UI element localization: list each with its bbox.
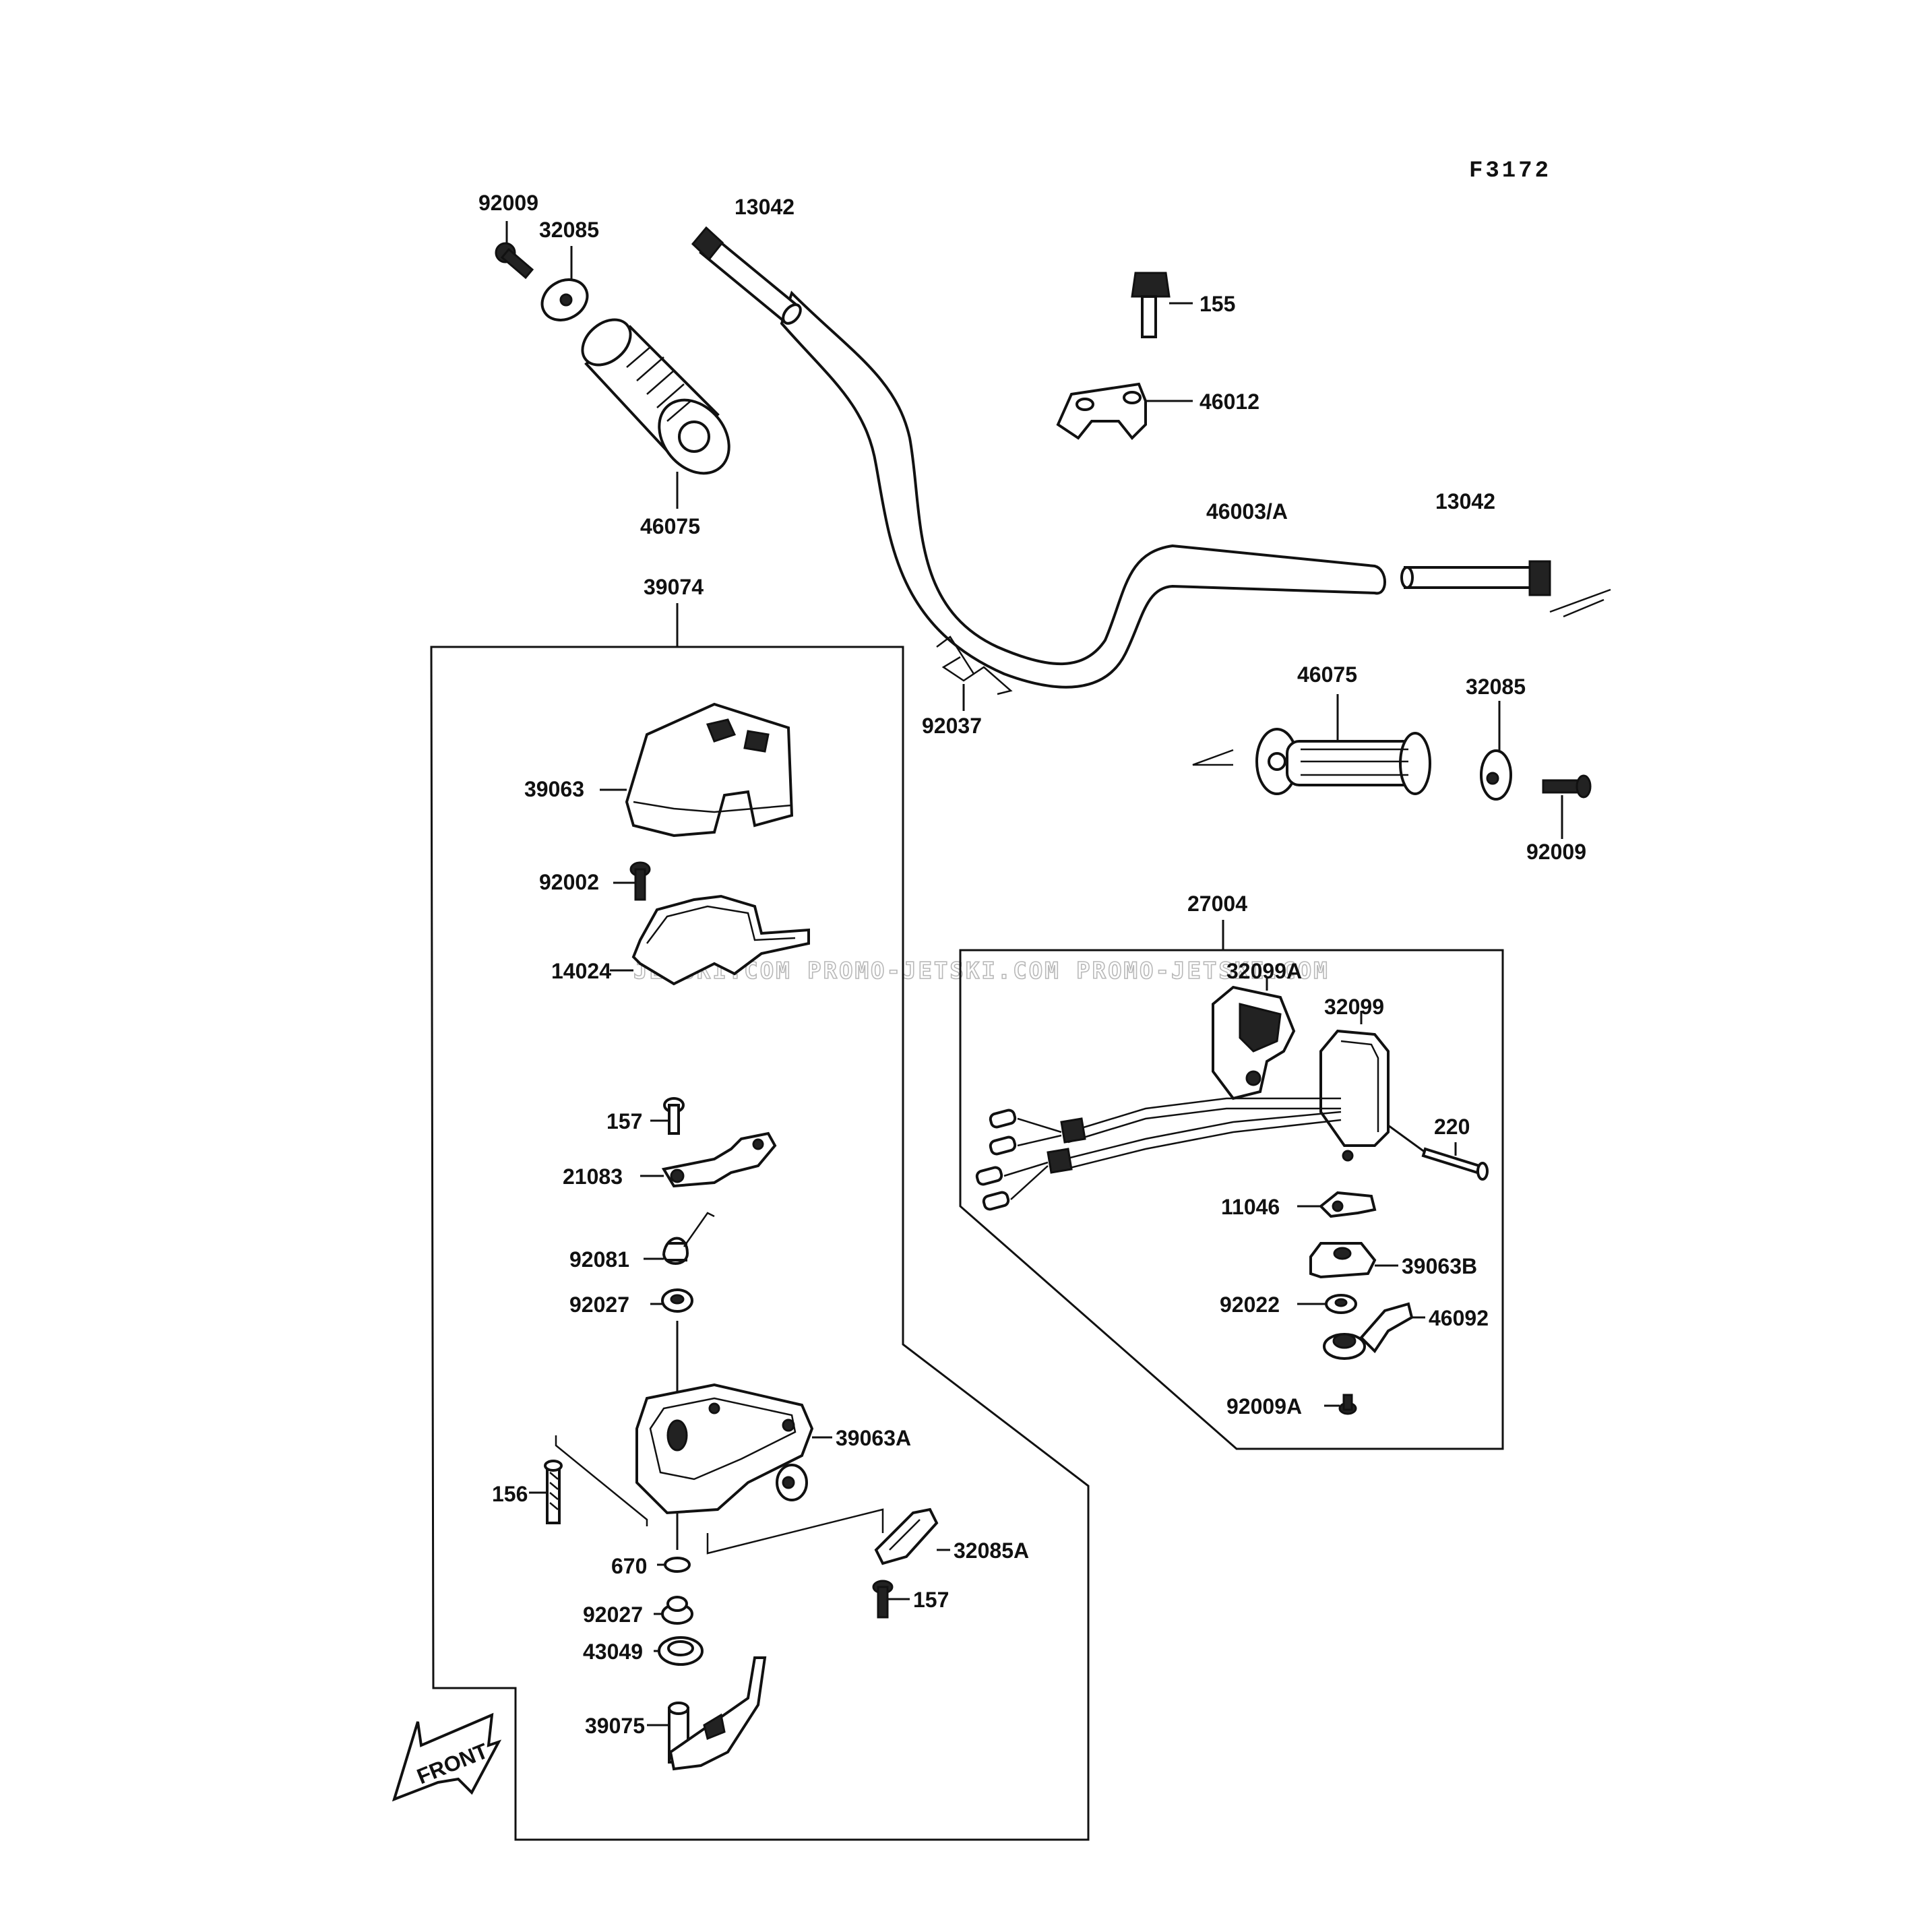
- part-label: 14024: [551, 959, 611, 983]
- part-label: 92009A: [1226, 1394, 1302, 1419]
- part-label: 27004: [1187, 892, 1247, 916]
- part-label: 92022: [1220, 1292, 1280, 1317]
- part-label: 32099: [1324, 995, 1384, 1019]
- switch-case-39063B: [1309, 1242, 1398, 1279]
- part-label: 92002: [539, 870, 599, 894]
- washer-92022: [1297, 1294, 1357, 1314]
- part-label: 39063: [524, 777, 584, 801]
- handlebar: [780, 290, 1386, 689]
- screw-92009A: [1324, 1394, 1357, 1415]
- spring-92081: [644, 1212, 715, 1265]
- screw-92002: [613, 861, 651, 901]
- part-label: 46003/A: [1206, 499, 1288, 524]
- leader-right-grip: [1192, 749, 1234, 766]
- part-label: 46075: [640, 514, 700, 538]
- part-label: 32085: [1466, 675, 1526, 699]
- part-label: 156: [492, 1482, 528, 1506]
- part-label: 670: [611, 1554, 647, 1578]
- part-label: 92027: [569, 1292, 629, 1317]
- part-label: 39063A: [836, 1426, 911, 1450]
- part-label: 39075: [585, 1714, 645, 1738]
- arm-21083: [640, 1131, 777, 1188]
- bolt-155: [1131, 272, 1193, 338]
- part-label: 32085: [539, 218, 599, 242]
- part-label: 13042: [735, 195, 794, 219]
- part-label: 92037: [922, 714, 982, 738]
- leader-32085A-bracket: [706, 1508, 884, 1555]
- screw-157-lower: [872, 1580, 910, 1619]
- case-cover-39063: [600, 702, 794, 838]
- case-housing-39063A: [635, 1383, 832, 1515]
- bar-end-plug-left: [691, 226, 802, 325]
- part-label: 11046: [1221, 1195, 1280, 1219]
- bar-end-plug-right: [1400, 560, 1551, 596]
- seal-43049: [654, 1636, 704, 1666]
- part-label: 39074: [644, 575, 704, 599]
- part-label: 155: [1199, 292, 1235, 316]
- handlebar-clamp-46012: [1056, 382, 1193, 440]
- part-label: 46092: [1429, 1306, 1489, 1330]
- part-label: 32099A: [1226, 959, 1302, 983]
- part-label: 46075: [1297, 662, 1357, 687]
- part-label: 92081: [569, 1247, 629, 1272]
- lever-46092: [1323, 1302, 1425, 1360]
- part-label: 32085A: [954, 1538, 1029, 1563]
- seal-32085A: [874, 1507, 950, 1565]
- assembly-box-39074: [430, 646, 1090, 1841]
- switch-housing-32099: [1319, 1011, 1390, 1162]
- part-label: 39063B: [1402, 1254, 1477, 1278]
- part-label: 220: [1434, 1115, 1470, 1139]
- plate-11046: [1297, 1191, 1377, 1218]
- switch-housing-32099A: [1212, 977, 1296, 1100]
- grip-46075-right: [1255, 694, 1431, 795]
- o-ring-670: [657, 1557, 691, 1573]
- wiring-harness: [975, 1097, 1342, 1211]
- part-label: 13042: [1435, 489, 1495, 513]
- clip-92037: [936, 635, 1013, 711]
- bolt-92009-right: [1542, 774, 1592, 839]
- part-labels: 92009 32085 13042 155 46012 46075 46003/…: [478, 191, 1586, 1738]
- front-arrow: FRONT: [392, 1712, 502, 1802]
- grip-46075-left: [581, 318, 730, 509]
- grip-cap-32085-right: [1480, 701, 1512, 801]
- screw-156: [529, 1435, 648, 1526]
- leader-right-plug: [1549, 588, 1611, 618]
- part-label: 92009: [478, 191, 538, 215]
- grip-cap-32085-left: [540, 246, 589, 321]
- screw-220: [1388, 1124, 1489, 1181]
- bushing-92027-lower: [654, 1596, 693, 1625]
- throttle-lever-39075: [647, 1656, 767, 1771]
- bolt-92009-left: [495, 221, 534, 280]
- part-label: 43049: [583, 1640, 643, 1664]
- part-label: 157: [606, 1109, 642, 1133]
- part-label: 21083: [563, 1164, 623, 1189]
- part-label: 46012: [1199, 389, 1259, 414]
- assembly-box-27004: [959, 949, 1504, 1450]
- part-label: 92009: [1526, 840, 1586, 864]
- part-label: 157: [913, 1588, 949, 1612]
- part-label: 92027: [583, 1602, 643, 1627]
- screw-157-upper: [650, 1097, 685, 1135]
- gasket-14024: [610, 894, 810, 986]
- diagram-code: F3172: [1469, 158, 1551, 184]
